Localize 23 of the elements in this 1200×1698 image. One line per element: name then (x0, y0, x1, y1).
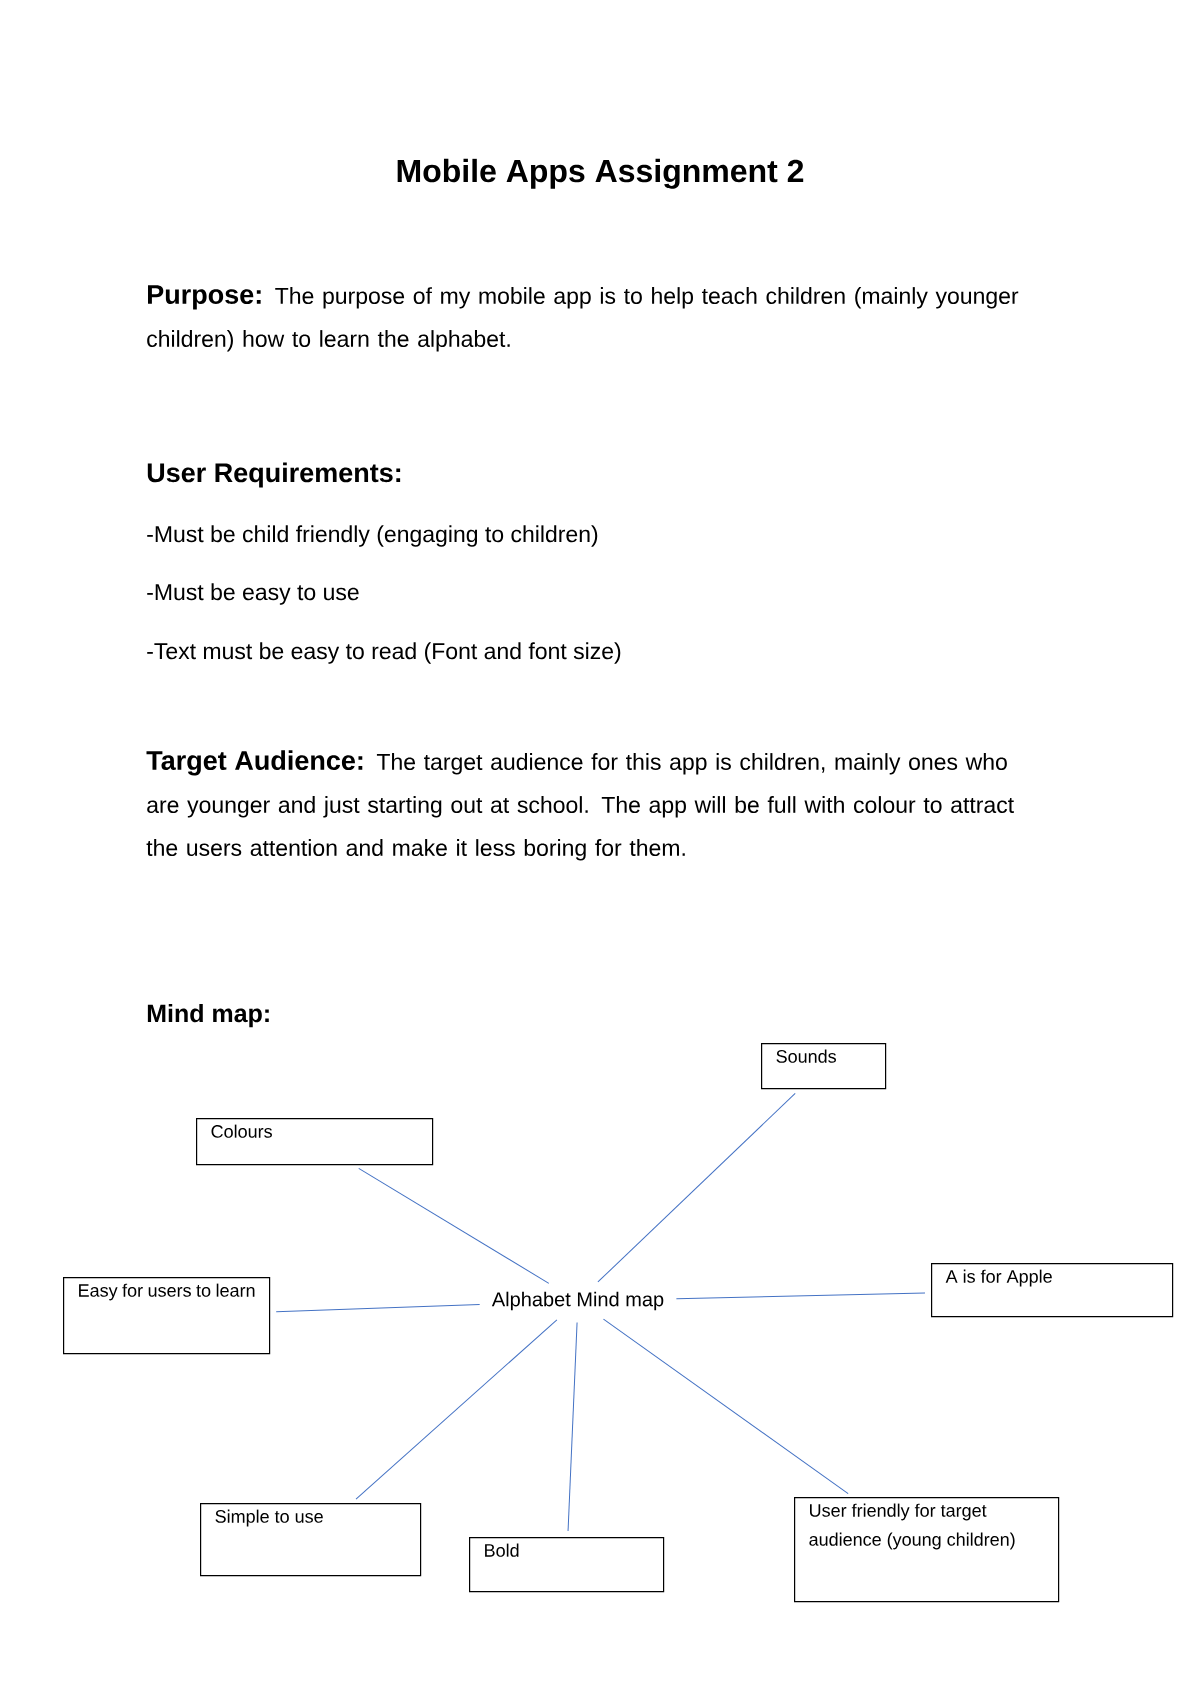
connector-line (358, 1167, 550, 1284)
connector-line (275, 1304, 481, 1313)
requirement-item: -Text must be easy to read (Font and font size) (147, 642, 621, 664)
requirement-item: -Must be child friendly (engaging to children) (147, 525, 598, 547)
text-box: User friendly for target audience (young children) (794, 1497, 1060, 1603)
text-box: Easy for users to learn (63, 1277, 271, 1355)
purpose-paragraph: Purpose: The purpose of my mobile app is to help teach children (mainly younger children) how to learn the alphabet. (147, 285, 1019, 352)
connector-line (602, 1318, 849, 1495)
heading: User Requirements: (147, 462, 401, 488)
text-box: A is for Apple (931, 1263, 1174, 1318)
audience-paragraph: Target Audience: The target audience for this app is children, mainly ones who are younger and just starting out at school. The app will be full with colour to attract the users attention and make it less boring for them. (146, 750, 1014, 861)
text-box: Sounds (761, 1043, 887, 1090)
text-box: Bold (469, 1537, 665, 1593)
title: Mobile Apps Assignment 2 (397, 158, 804, 189)
connector-line (675, 1292, 926, 1300)
requirement-item: -Must be easy to use (147, 583, 359, 605)
text-box: Simple to use (200, 1503, 422, 1577)
heading: Mind map: (147, 1003, 269, 1028)
connector-line (355, 1319, 558, 1500)
text-box: Colours (196, 1118, 434, 1166)
central-topic: Alphabet Mind map (491, 1291, 664, 1311)
connector-line (567, 1322, 578, 1532)
connector-line (597, 1092, 796, 1283)
